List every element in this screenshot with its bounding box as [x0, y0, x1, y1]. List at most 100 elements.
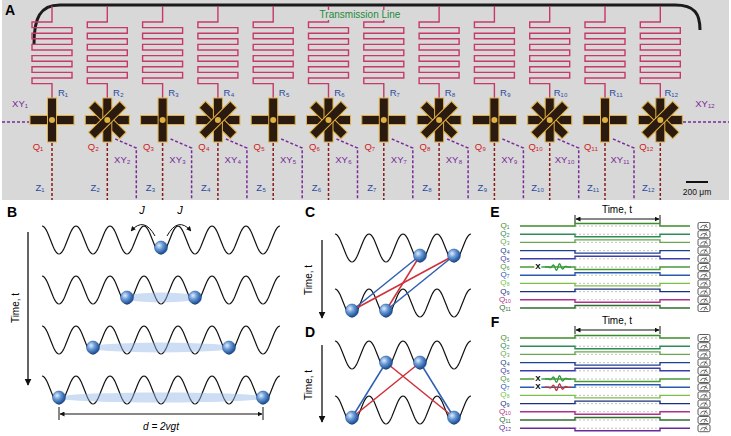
xy-line-label: XY₁₁ [610, 155, 629, 165]
z-line-label: Z₁ [35, 183, 44, 193]
meter-arc [701, 291, 708, 294]
meter-body [698, 231, 710, 238]
meter-body [698, 239, 710, 246]
lattice-potential [335, 341, 471, 369]
qubit-label: Q₁₀ [499, 296, 511, 304]
meter-arc [701, 354, 708, 357]
measurement-icon [698, 367, 710, 374]
meter-arc [701, 274, 708, 277]
xy-line-label: XY₉ [501, 155, 517, 165]
control-waveform [520, 418, 690, 421]
xy-line-label: XY₁₀ [555, 155, 575, 165]
path-line [352, 256, 454, 311]
meter-body [698, 359, 710, 366]
xy-line-label: XY₂ [114, 155, 130, 165]
lattice-potential [335, 289, 471, 317]
meter-needle [704, 344, 707, 349]
meter-arc [701, 233, 708, 236]
meter-body [698, 296, 710, 303]
qubit-label: Q₁₁ [499, 416, 511, 424]
qubit-label: Q₆ [500, 263, 509, 271]
lattice-potential [42, 276, 280, 304]
meter-body [698, 351, 710, 358]
qubit-label: Q₁₁ [499, 304, 511, 312]
scale-bar [686, 181, 708, 183]
meter-arc [701, 225, 708, 228]
reference-line [575, 403, 660, 404]
meter-arc [701, 411, 708, 414]
meter-arc [701, 345, 708, 348]
xy-line [683, 121, 729, 123]
qubit-label: Q₁₂ [639, 142, 653, 152]
meter-needle [704, 385, 707, 390]
reference-line [575, 250, 660, 251]
qubit-label: Q₃ [500, 238, 509, 246]
z-line-label: Z₁₀ [531, 183, 544, 193]
meter-needle [704, 240, 707, 245]
reference-line [575, 275, 660, 276]
z-line-label: Z₇ [367, 183, 376, 193]
meter-body [698, 408, 710, 415]
particle [448, 411, 461, 424]
time-span-arrow [576, 330, 659, 331]
z-line-label: Z₁₁ [587, 183, 599, 193]
qubit-label: Q₁₀ [499, 408, 511, 416]
qubit-label: Q₈ [500, 279, 510, 287]
reference-line [575, 346, 660, 347]
resonator [253, 6, 293, 98]
qubit-arm [199, 101, 236, 138]
qubit-label: Q₇ [501, 383, 510, 391]
xy-line-label: XY₁ [12, 99, 28, 109]
z-line [328, 143, 330, 200]
qubit-arm [89, 101, 126, 138]
pulse-label: X [534, 263, 541, 271]
qubit-arm [531, 101, 568, 138]
path-line [352, 363, 386, 418]
meter-body [698, 343, 710, 350]
measurement-icon [698, 335, 710, 342]
particle [380, 304, 393, 317]
control-waveform [520, 256, 690, 259]
z-line [549, 143, 551, 200]
reference-line [575, 226, 660, 227]
z-line-label: Z₈ [422, 183, 432, 193]
reference-line [575, 308, 660, 309]
panel-letter: B [7, 205, 17, 219]
lattice-potential [42, 376, 280, 404]
reference-line [575, 283, 660, 284]
distance-label: d = 2vgt [143, 422, 179, 432]
meter-body [698, 255, 710, 262]
reference-line [575, 395, 660, 396]
resonator-label: R₆ [334, 88, 345, 98]
qubit-label: Q₉ [500, 400, 509, 408]
panel-letter: A [5, 3, 15, 17]
meter-body [698, 335, 710, 342]
qubit-label: Q₁₀ [528, 142, 543, 152]
control-waveform [520, 363, 690, 366]
meter-needle [704, 393, 707, 398]
control-waveform [520, 401, 690, 404]
qubit-cross [251, 98, 295, 142]
qubit-label: Q₂ [88, 142, 99, 152]
qubit-label: Q₄ [500, 359, 510, 367]
qubit-label: Q₁₂ [499, 424, 511, 432]
resonator [87, 6, 127, 98]
meter-needle [704, 402, 707, 407]
measurement-icon [698, 400, 710, 407]
meter-needle [704, 352, 707, 357]
meter-body [698, 264, 710, 271]
measurement-icon [698, 305, 710, 312]
meter-body [698, 384, 710, 391]
wavefunction-spread [55, 393, 267, 403]
qubit-core [160, 117, 166, 123]
qubit-label: Q₈ [419, 142, 430, 152]
control-waveform [520, 395, 690, 398]
meter-body [698, 425, 710, 432]
control-waveform [520, 336, 690, 339]
meter-needle [704, 306, 707, 311]
resonator [585, 6, 625, 98]
control-waveform [520, 273, 690, 276]
lattice-potential [335, 396, 471, 424]
xy-line-label: XY₇ [391, 155, 407, 165]
measurement-icon [698, 239, 710, 246]
